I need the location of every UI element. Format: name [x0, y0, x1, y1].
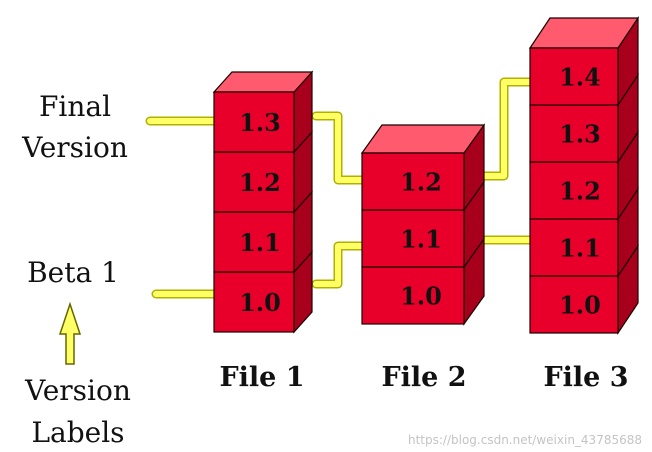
version-number-file-3-v1.1: 1.1 — [559, 234, 601, 263]
final-version-label-line1: Final — [39, 90, 111, 123]
version-number-file-1-v1.0: 1.0 — [239, 288, 281, 317]
box-front-face — [213, 211, 295, 273]
box-front-face — [213, 271, 295, 333]
box-front-face — [529, 104, 619, 163]
version-box-file-3-v1.4: 1.4 — [528, 16, 640, 107]
version-number-file-1-v1.2: 1.2 — [239, 168, 281, 197]
version-box-file-3-v1.0: 1.0 — [529, 244, 639, 335]
beta-1-label: Beta 1 — [27, 256, 119, 289]
version-box-file-2-v1.2: 1.2 — [360, 123, 486, 212]
up-arrow-icon — [58, 301, 82, 365]
file-2-label: File 2 — [381, 362, 466, 393]
box-front-face — [529, 218, 619, 277]
final-version-connector-2-3 — [477, 77, 535, 181]
file-3-label: File 3 — [543, 362, 628, 393]
version-box-file-1-v1.3: 1.3 — [212, 70, 314, 154]
box-top-face — [212, 71, 314, 93]
version-number-file-3-v1.3: 1.3 — [559, 120, 601, 149]
final-version-connector-1-2 — [311, 111, 367, 185]
box-front-face — [213, 151, 295, 213]
final-version-label-line2: Version — [21, 131, 128, 164]
file-1-label: File 1 — [219, 362, 304, 393]
version-number-file-3-v1.0: 1.0 — [559, 291, 601, 320]
version-labels-caption-line2: Labels — [31, 416, 124, 449]
version-number-file-3-v1.2: 1.2 — [559, 177, 601, 206]
version-number-file-2-v1.2: 1.2 — [400, 168, 442, 197]
file-2-stack: 1.0 1.1 1.2 — [360, 123, 486, 326]
box-front-face — [361, 266, 465, 325]
file-3-stack: 1.0 1.1 1.2 1.3 1.4 — [528, 16, 640, 335]
box-front-face — [529, 275, 619, 334]
version-box-file-3-v1.1: 1.1 — [529, 187, 639, 278]
box-top-face — [360, 124, 486, 154]
box-front-face — [213, 91, 295, 153]
box-front-face — [529, 47, 619, 106]
version-box-file-3-v1.3: 1.3 — [529, 73, 639, 164]
version-box-file-1-v1.1: 1.1 — [213, 190, 313, 274]
version-box-file-1-v1.2: 1.2 — [213, 130, 313, 214]
file-stacks: 1.0 1.1 1.2 1.3 1.0 1.1 1.2 1.0 1.1 1.2 1.3 1.4 — [212, 16, 640, 335]
box-front-face — [361, 152, 465, 211]
version-connectors — [145, 77, 535, 299]
version-labels-caption-line1: Version — [24, 374, 131, 407]
version-number-file-2-v1.1: 1.1 — [400, 225, 442, 254]
file-1-stack: 1.0 1.1 1.2 1.3 — [212, 70, 314, 334]
version-number-file-3-v1.4: 1.4 — [559, 63, 601, 92]
watermark-text: https://blog.csdn.net/weixin_43785688 — [408, 433, 642, 447]
version-number-file-1-v1.1: 1.1 — [239, 228, 281, 257]
version-number-file-2-v1.0: 1.0 — [400, 282, 442, 311]
box-front-face — [361, 209, 465, 268]
version-number-file-1-v1.3: 1.3 — [239, 108, 281, 137]
version-box-file-3-v1.2: 1.2 — [529, 130, 639, 221]
beta-1-connector-1-2 — [311, 241, 367, 289]
